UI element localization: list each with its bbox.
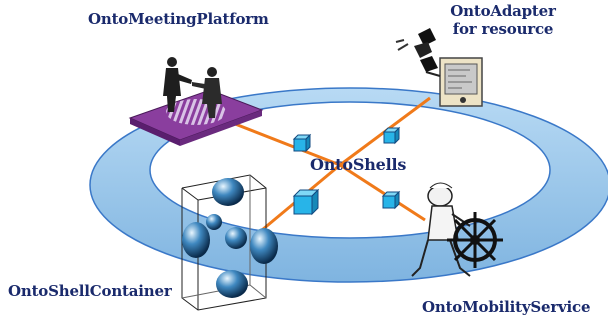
cube-icon bbox=[292, 133, 312, 153]
container-label: OntoShellContainer bbox=[8, 282, 172, 300]
cube-icon bbox=[382, 126, 401, 145]
mobility-label: OntoMobilityService bbox=[422, 298, 591, 316]
shell-cubes bbox=[292, 126, 401, 216]
connector-platform bbox=[224, 118, 341, 167]
sphere-cube-container-icon bbox=[181, 174, 278, 311]
handshake-platform-icon bbox=[128, 57, 264, 146]
ship-wheel-captain-icon bbox=[411, 182, 503, 277]
adapter-label-line1: OntoAdapter bbox=[450, 2, 556, 20]
platform-label: OntoMeetingPlatform bbox=[88, 10, 269, 28]
adapter-label-line2: for resource bbox=[452, 20, 554, 38]
cube-icon bbox=[292, 188, 320, 216]
plug-adapter-icon bbox=[395, 28, 483, 107]
adapter-label: OntoAdapter for resource bbox=[428, 2, 578, 38]
cube-icon bbox=[381, 190, 401, 210]
shells-label: OntoShells bbox=[310, 155, 407, 174]
connector-mobility bbox=[339, 163, 426, 222]
